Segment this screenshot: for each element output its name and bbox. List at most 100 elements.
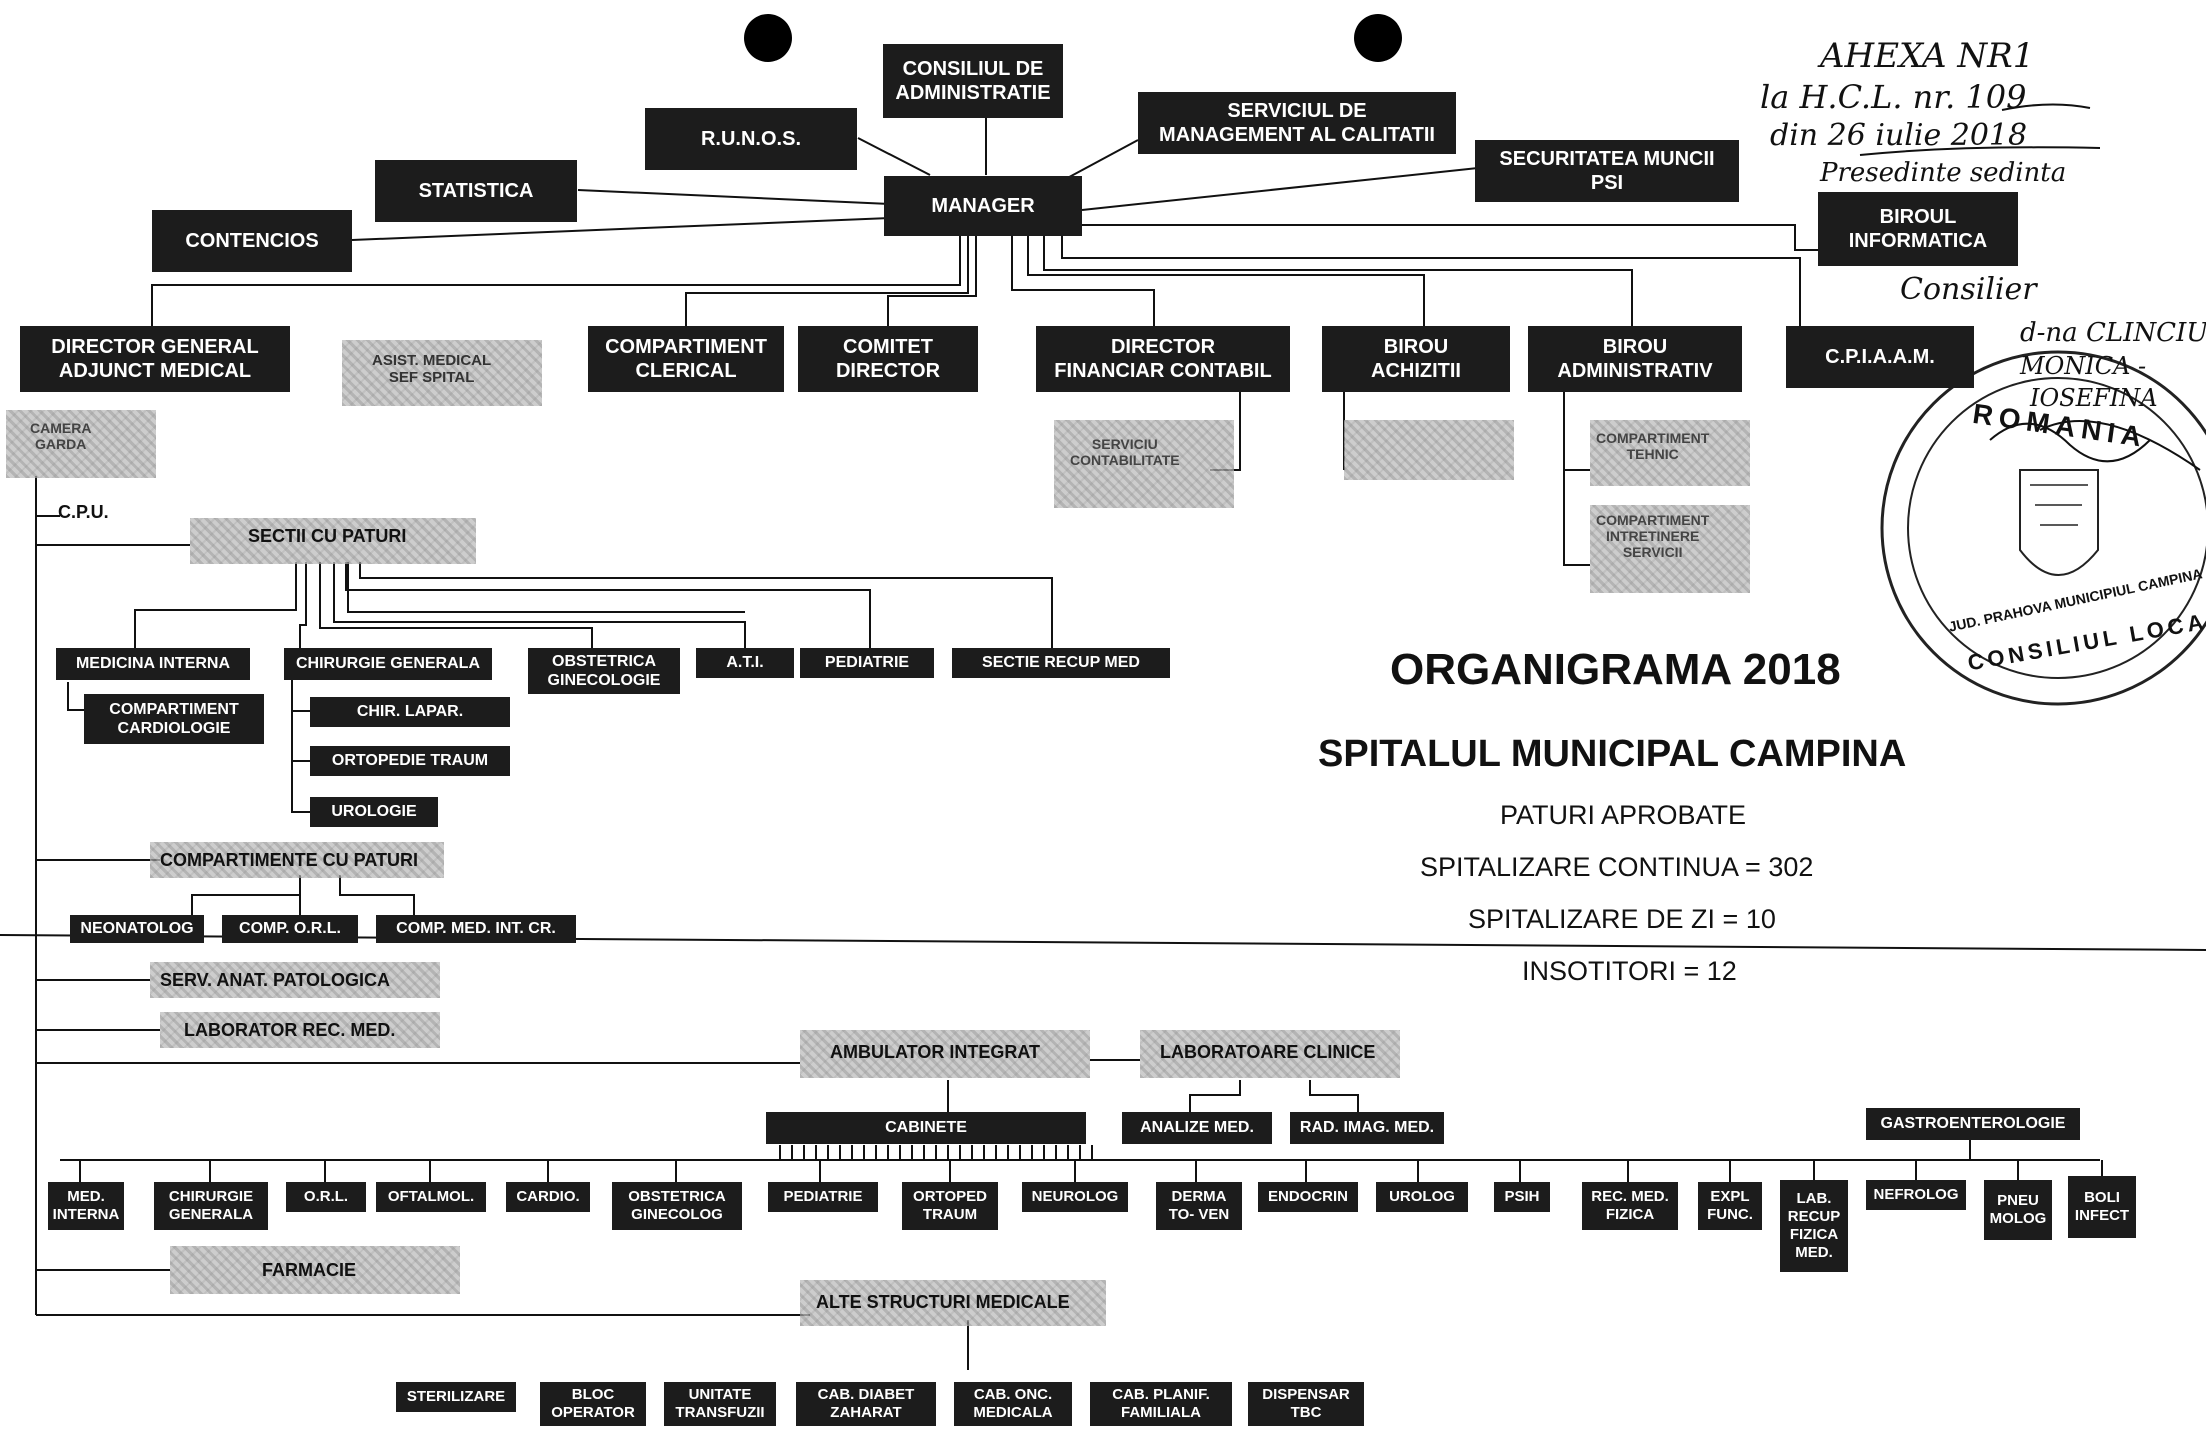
birou-informatica-box: BIROUL INFORMATICA [1818,192,2018,266]
cabinet-lab-recup: LAB. RECUP FIZICA MED. [1780,1180,1848,1272]
cpiaam-box: C.P.I.A.A.M. [1786,326,1974,388]
cabinet-neurolog: NEUROLOG [1022,1182,1128,1212]
compartimente-cu-paturi-label: COMPARTIMENTE CU PATURI [160,850,418,870]
alte-structuri-label: ALTE STRUCTURI MEDICALE [816,1292,1070,1312]
cabinet-boli-infect: BOLI INFECT [2068,1176,2136,1238]
laboratoare-clinice-box [1140,1030,1400,1078]
laborator-rec-box [160,1012,440,1048]
punch-hole-left [744,14,792,62]
annotation-nume2: IOSEFINA [2030,384,2158,412]
serviciu-contabilitate-label: SERVICIU CONTABILITATE [1070,436,1180,468]
cabinet-psih: PSIH [1494,1182,1550,1212]
spitalizare-continua: SPITALIZARE CONTINUA = 302 [1420,852,1814,882]
cabinet-nefrolog: NEFROLOG [1866,1180,1966,1210]
gastroenterologie-box: GASTROENTEROLOGIE [1866,1108,2080,1140]
serv-anat-box [150,962,440,998]
urologie-box: UROLOGIE [310,797,438,827]
annotation-din: din 26 iulie 2018 [1770,118,2028,153]
analize-med-box: ANALIZE MED. [1122,1112,1272,1144]
manager-box: MANAGER [884,176,1082,236]
cabinet-med-interna: MED. INTERNA [48,1182,124,1230]
cabinet-urolog: UROLOG [1376,1182,1468,1212]
compartiment-clerical-box: COMPARTIMENT CLERICAL [588,326,784,392]
cabinete-box: CABINETE [766,1112,1086,1144]
contencios-box: CONTENCIOS [152,210,352,272]
cabinet-dermato-ven: DERMA TO- VEN [1156,1182,1242,1230]
cabinet-chirurgie-generala: CHIRURGIE GENERALA [154,1182,268,1230]
camera-garda-box [6,410,156,478]
comp-med-int-cr-box: COMP. MED. INT. CR. [376,915,576,943]
cabinet-endocrin: ENDOCRIN [1258,1182,1358,1212]
cabinet-rec-med-fizica: REC. MED. FIZICA [1582,1182,1678,1230]
cpu-label: C.P.U. [58,502,109,522]
cabinet-oftalmol: OFTALMOL. [376,1182,486,1212]
insotitori: INSOTITORI = 12 [1522,956,1737,986]
birou-achizitii-box: BIROU ACHIZITII [1322,326,1510,392]
pediatrie-box: PEDIATRIE [800,648,934,678]
runos-box: R.U.N.O.S. [645,108,857,170]
laboratoare-clinice-label: LABORATOARE CLINICE [1160,1042,1376,1062]
hospital-name: SPITALUL MUNICIPAL CAMPINA [1318,733,1907,775]
annotation-consilier: Consilier [1900,272,2037,307]
director-medical-box: DIRECTOR GENERAL ADJUNCT MEDICAL [20,326,290,392]
neonatolog-box: NEONATOLOG [70,915,204,943]
alte-cab-diabet: CAB. DIABET ZAHARAT [796,1382,936,1426]
intretinere-box [1590,505,1750,593]
serviciul-calitate-box: SERVICIUL DE MANAGEMENT AL CALITATII [1138,92,1456,154]
spitalizare-de-zi: SPITALIZARE DE ZI = 10 [1468,904,1776,934]
comp-orl-box: COMP. O.R.L. [222,915,358,943]
annotation-anexa: AHEXA NR1 [1820,36,2035,76]
director-financiar-box: DIRECTOR FINANCIAR CONTABIL [1036,326,1290,392]
ambulator-integrat-label: AMBULATOR INTEGRAT [830,1042,1040,1062]
annotation-nume: MONICA - [2020,352,2147,380]
compartimente-cu-paturi-box [150,842,444,878]
camera-garda-label: CAMERA GARDA [30,420,92,452]
alte-unitate-transfuzii: UNITATE TRANSFUZII [664,1382,776,1426]
alte-cab-onc: CAB. ONC. MEDICALA [954,1382,1072,1426]
cabinet-pediatrie: PEDIATRIE [768,1182,878,1212]
farmacie-box [170,1246,460,1294]
cabinet-ortoped-traum: ORTOPED TRAUM [902,1182,998,1230]
birou-administrativ-box: BIROU ADMINISTRATIV [1528,326,1742,392]
obstetrica-ginecologie-box: OBSTETRICA GINECOLOGIE [528,648,680,694]
paturi-aprobate: PATURI APROBATE [1500,800,1747,830]
cabinet-expl-func: EXPL FUNC. [1698,1182,1762,1230]
page-title: ORGANIGRAMA 2018 [1390,645,1841,694]
cabinet-cardio: CARDIO. [506,1182,590,1212]
securitatea-muncii-box: SECURITATEA MUNCII PSI [1475,140,1739,202]
punch-hole-right [1354,14,1402,62]
statistica-box: STATISTICA [375,160,577,222]
cabinet-orl: O.R.L. [286,1182,366,1212]
ortopedie-traum-box: ORTOPEDIE TRAUM [310,746,510,776]
sectii-cu-paturi-box [190,518,476,564]
alte-dispensar-tbc: DISPENSAR TBC [1248,1382,1364,1426]
medicina-interna-box: MEDICINA INTERNA [56,648,250,680]
alte-cab-planif: CAB. PLANIF. FAMILIALA [1090,1382,1232,1426]
sectie-recup-med-box: SECTIE RECUP MED [952,648,1170,678]
sectii-cu-paturi-label: SECTII CU PATURI [248,526,407,546]
alte-structuri-box [800,1280,1106,1326]
laborator-rec-label: LABORATOR REC. MED. [184,1020,396,1040]
alte-sterilizare: STERILIZARE [396,1382,516,1412]
annotation-hcl: la H.C.L. nr. 109 [1760,78,2027,116]
compartiment-cardiologie-box: COMPARTIMENT CARDIOLOGIE [84,694,264,744]
compartiment-tehnic-box [1590,420,1750,486]
intretinere-label: COMPARTIMENT INTRETINERE SERVICII [1596,512,1710,560]
compartiment-tehnic-label: COMPARTIMENT TEHNIC [1596,430,1710,462]
official-stamp [1880,350,2206,706]
cabinet-pneumolog: PNEU MOLOG [1984,1180,2052,1240]
rad-imag-med-box: RAD. IMAG. MED. [1290,1112,1444,1144]
alte-bloc-operator: BLOC OPERATOR [540,1382,646,1426]
achizitii-sub-box [1344,420,1514,480]
serviciu-contabilitate-box [1054,420,1234,508]
farmacie-label: FARMACIE [262,1260,356,1280]
cabinet-obstetrica: OBSTETRICA GINECOLOG [612,1182,742,1230]
ambulator-integrat-box [800,1030,1090,1078]
asist-medical-sef-label: ASIST. MEDICAL SEF SPITAL [372,352,492,386]
asist-medical-sef-box [342,340,542,406]
chirurgie-generala-box: CHIRURGIE GENERALA [284,648,492,680]
consiliul-administratie-box: CONSILIUL DE ADMINISTRATIE [883,44,1063,118]
serv-anat-label: SERV. ANAT. PATOLOGICA [160,970,391,990]
